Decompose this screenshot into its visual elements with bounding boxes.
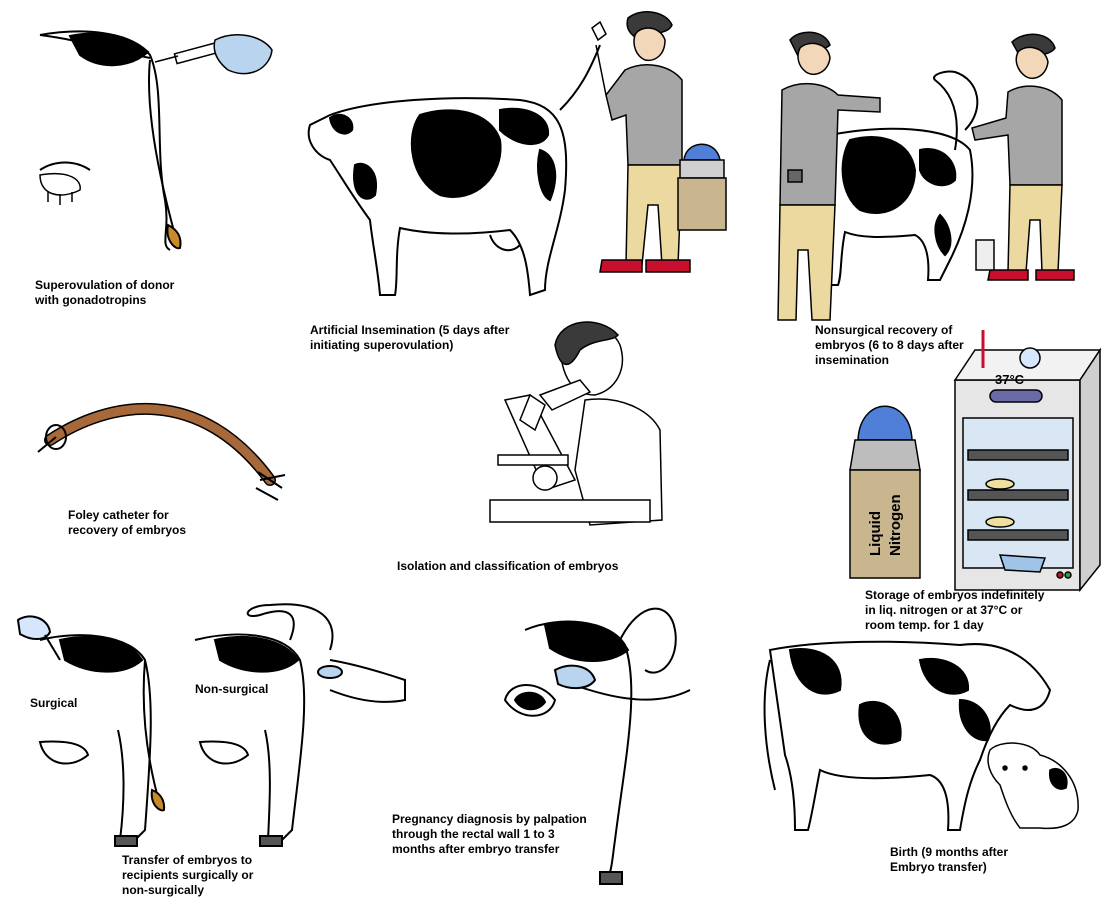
foley-catheter-icon	[38, 409, 285, 500]
calf	[988, 743, 1078, 828]
recipient-cow-nonsurgical	[195, 604, 405, 846]
donor-cow-hindquarter	[40, 32, 181, 250]
technician-with-microscope	[490, 322, 662, 525]
label-insemination: Artificial Insemination (5 days after in…	[310, 323, 509, 353]
label-incubator-temp: 37°C	[995, 372, 1024, 387]
operator-man	[972, 34, 1074, 280]
label-birth: Birth (9 months after Embryo transfer)	[890, 845, 1008, 875]
tank-text-liquid: Liquid	[867, 511, 884, 556]
label-surgical: Surgical	[30, 696, 77, 711]
udder-1	[40, 174, 80, 205]
label-superovulation: Superovulation of donor with gonadotropi…	[35, 278, 174, 308]
syringe-hand-icon	[155, 35, 272, 74]
incubator-icon	[955, 330, 1100, 590]
label-transfer: Transfer of embryos to recipients surgic…	[122, 853, 253, 898]
label-storage: Storage of embryos indefinitely in liq. …	[865, 588, 1044, 633]
label-pregnancy: Pregnancy diagnosis by palpation through…	[392, 812, 587, 857]
label-nonsurgical: Non-surgical	[195, 682, 268, 697]
insemination-cow	[309, 45, 600, 295]
inseminator-man	[592, 12, 690, 272]
liquid-nitrogen-tank-icon: Liquid Nitrogen	[850, 406, 920, 578]
recipient-cow-surgical	[18, 616, 164, 846]
tank-text-nitrogen: Nitrogen	[887, 494, 904, 556]
semen-tank-icon	[678, 144, 726, 230]
label-foley: Foley catheter for recovery of embryos	[68, 508, 186, 538]
label-isolation: Isolation and classification of embryos	[397, 559, 618, 574]
label-recovery: Nonsurgical recovery of embryos (6 to 8 …	[815, 323, 964, 368]
